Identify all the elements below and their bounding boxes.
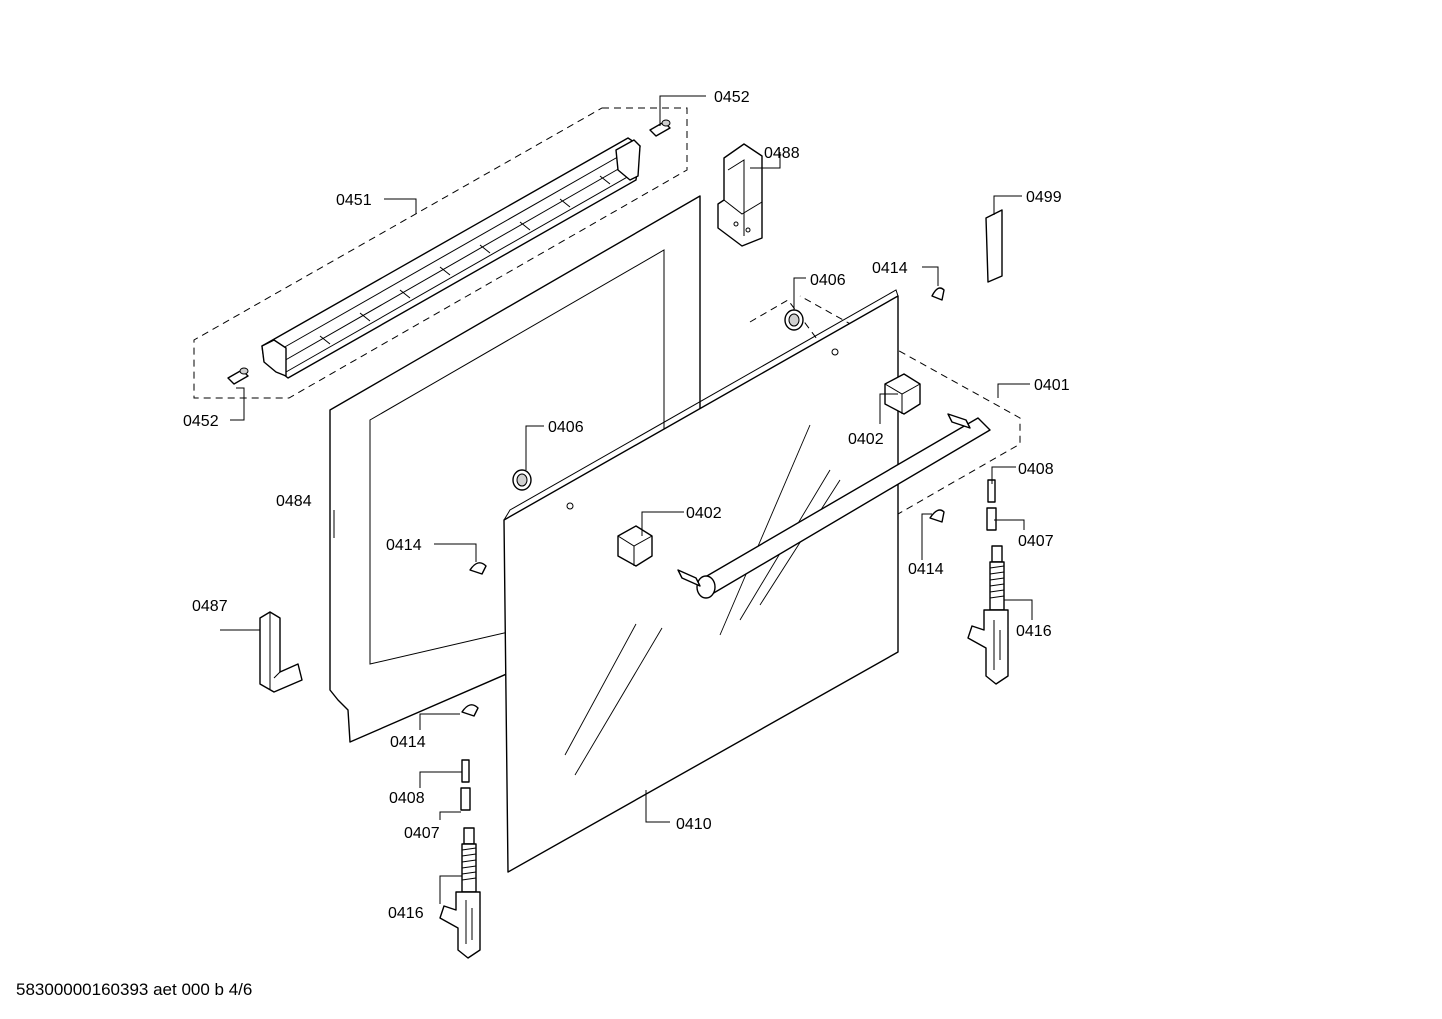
callout-0401: 0401 (1034, 377, 1070, 394)
clip-c (929, 509, 945, 523)
callout-0414-c: 0414 (908, 561, 944, 578)
assembly-outline-top-trim (193, 107, 688, 399)
hinge-pin-top (649, 119, 671, 137)
callout-0416-left: 0416 (388, 905, 424, 922)
callout-0410: 0410 (676, 816, 712, 833)
callout-0416-right: 0416 (1016, 623, 1052, 640)
seal-strip (985, 209, 1003, 283)
side-bracket-right (717, 143, 763, 247)
callout-0402-right: 0402 (848, 431, 884, 448)
clip-b (469, 562, 487, 575)
callout-0406-left: 0406 (548, 419, 584, 436)
callout-0499: 0499 (1026, 189, 1062, 206)
hinge-assembly-right (967, 479, 1009, 685)
callout-0402-mid: 0402 (686, 505, 722, 522)
callout-0414-a: 0414 (872, 260, 908, 277)
callout-0487: 0487 (192, 598, 228, 615)
hinge-assembly-left (439, 759, 481, 959)
callout-0408-right: 0408 (1018, 461, 1054, 478)
callout-0407-left: 0407 (404, 825, 440, 842)
clip-d (461, 704, 479, 717)
drawing-reference-code: 58300000160393 aet 000 b 4/6 (16, 980, 253, 999)
door-handle (677, 413, 991, 599)
leader-lines (220, 95, 1033, 904)
bracket-block-mid (617, 525, 653, 567)
top-trim-strip (261, 137, 641, 379)
callout-0451: 0451 (336, 192, 372, 209)
bracket-block-right (884, 373, 921, 415)
hinge-pin-bottom (227, 367, 249, 385)
callout-0488: 0488 (764, 145, 800, 162)
callout-0452-top: 0452 (714, 89, 750, 106)
spacer-top (784, 309, 804, 331)
callout-0414-b: 0414 (386, 537, 422, 554)
callout-0452-bottom: 0452 (183, 413, 219, 430)
callout-0408-left: 0408 (389, 790, 425, 807)
callout-0414-d: 0414 (390, 734, 426, 751)
side-bracket-left (259, 611, 303, 693)
clip-a (931, 287, 945, 301)
callout-0407-right: 0407 (1018, 533, 1054, 550)
callout-0406-top: 0406 (810, 272, 846, 289)
spacer-left (512, 469, 532, 491)
callout-0484: 0484 (276, 493, 312, 510)
